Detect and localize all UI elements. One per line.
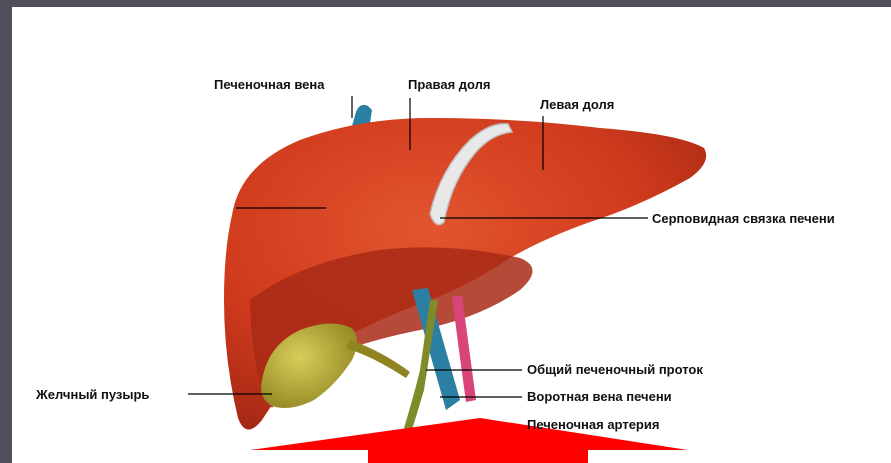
cystic-duct bbox=[346, 340, 410, 378]
label-gallbladder: Желчный пузырь bbox=[36, 387, 149, 402]
label-hepatic-artery: Печеночная артерия bbox=[527, 417, 659, 432]
label-right-lobe: Правая доля bbox=[408, 77, 490, 92]
label-hepatic-vein: Печеночная вена bbox=[214, 77, 324, 92]
label-portal-vein: Воротная вена печени bbox=[527, 389, 672, 404]
label-falciform-ligament: Серповидная связка печени bbox=[652, 211, 835, 226]
label-left-lobe: Левая доля bbox=[540, 97, 614, 112]
label-common-hepatic-duct: Общий печеночный проток bbox=[527, 362, 703, 377]
